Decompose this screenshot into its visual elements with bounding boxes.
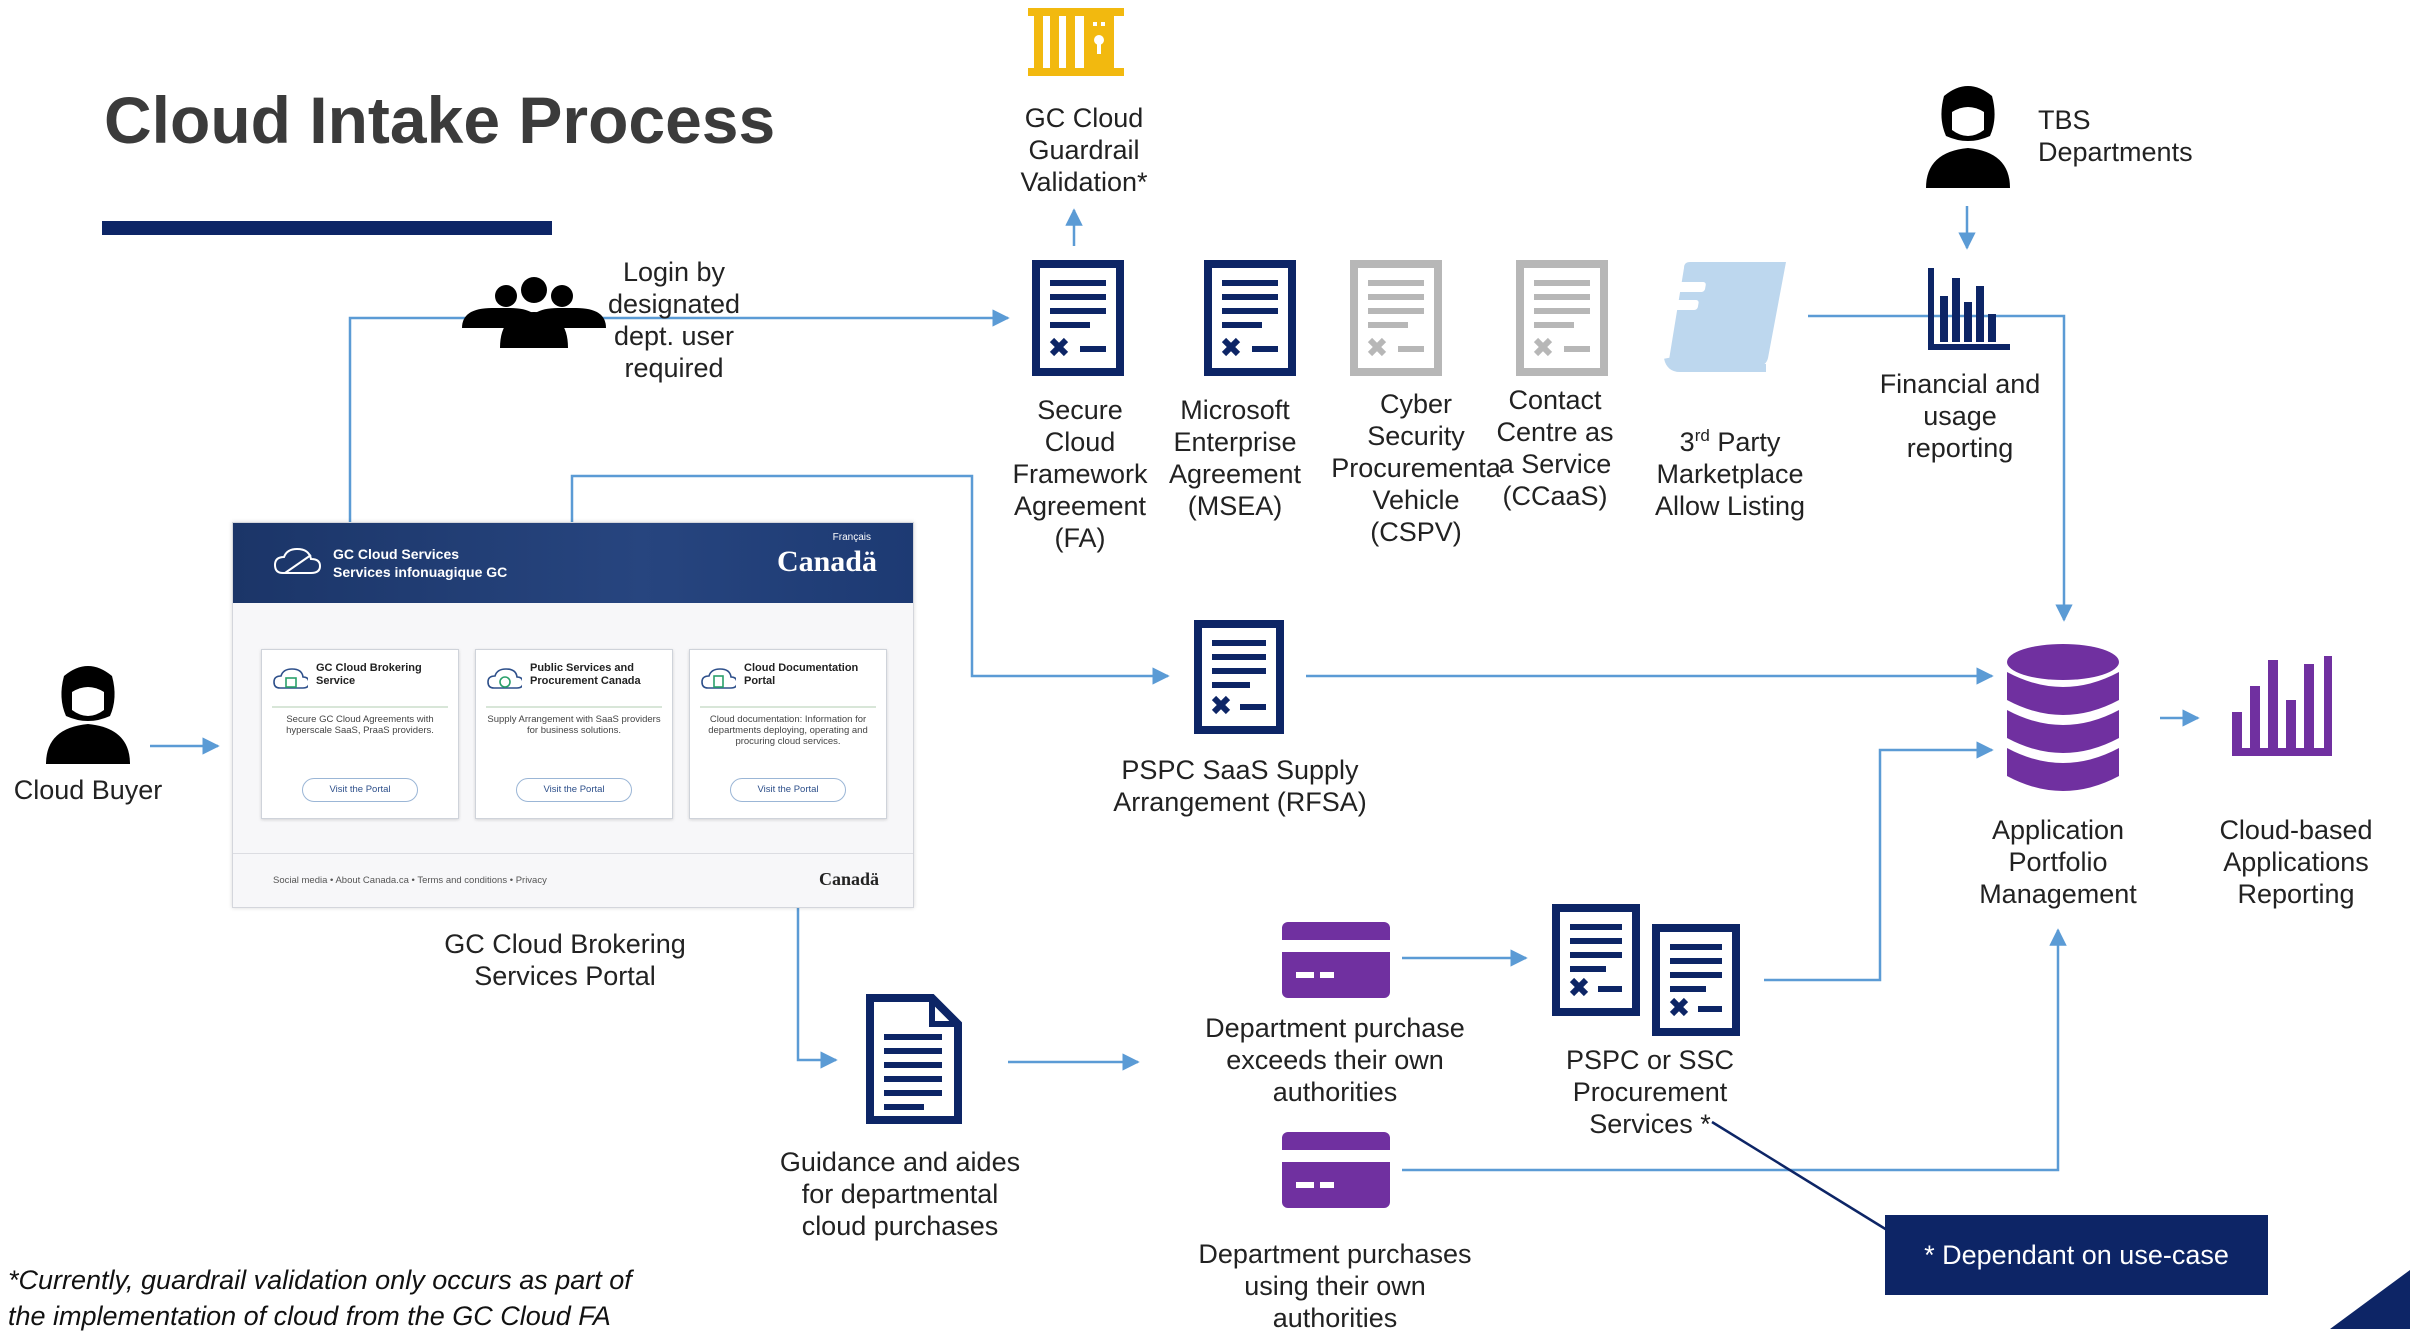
card-divider [486, 706, 662, 708]
card-description: Cloud documentation: Information for dep… [708, 714, 868, 747]
database-icon [2007, 644, 2119, 791]
corner-decoration [2330, 1270, 2410, 1329]
portal-label: GC Cloud Brokering Services Portal [444, 929, 686, 991]
connector-procurement-to-apm [1764, 741, 1994, 982]
title-underline [102, 221, 552, 235]
marketplace-label-sup: rd [1694, 426, 1710, 445]
ccaas-label: Contact Centre as a Service (CCaaS) [1496, 385, 1614, 511]
guidance-label: Guidance and aides for departmental clou… [779, 1147, 1021, 1241]
canada-wordmark: Canadä [776, 545, 877, 578]
guardrail-gate-icon [1028, 8, 1124, 76]
dept-own-label: Department purchases using their own aut… [1198, 1239, 1472, 1333]
portal-screenshot: GC Cloud Services Services infonuagique … [232, 522, 914, 908]
portal-card-brokering: GC Cloud Brokering Service Secure GC Clo… [261, 649, 459, 819]
purchase-card-icon-own [1282, 1132, 1390, 1208]
portal-card-documentation: Cloud Documentation Portal Cloud documen… [689, 649, 887, 819]
connector-dept-own-to-apm [1402, 928, 2067, 1172]
procurement-label: PSPC or SSC Procurement Services * [1565, 1045, 1735, 1139]
cloud-document-icon [701, 668, 736, 689]
card-title: Cloud Documentation Portal [744, 662, 859, 687]
reporting-chart-icon [2232, 656, 2332, 756]
dependant-callout-text: * Dependant on use-case [1924, 1239, 2229, 1270]
msea-label: Microsoft Enterprise Agreement (MSEA) [1168, 395, 1302, 521]
cloud-plus-icon [487, 668, 522, 689]
user-group-icon [462, 277, 606, 348]
scfa-label: Secure Cloud Framework Agreement (FA) [1012, 395, 1148, 553]
connector-portal-to-guidance [796, 906, 838, 1069]
connectors [150, 206, 2200, 1172]
cspv-contract-icon [1350, 260, 1442, 376]
purchase-card-icon-exceeds [1282, 922, 1390, 998]
cspv-label: Cyber Security Procurementa Vehicle (CSP… [1331, 389, 1501, 547]
guidance-document-icon [866, 994, 962, 1124]
portal-footer-links[interactable]: Social media • About Canada.ca • Terms a… [273, 875, 547, 886]
pspc-saas-label: PSPC SaaS Supply Arrangement (RFSA) [1113, 755, 1367, 817]
marketplace-label-post: Party [1709, 427, 1781, 457]
msea-contract-icon [1204, 260, 1296, 376]
dependant-callout: * Dependant on use-case [1885, 1215, 2268, 1295]
card-divider [700, 706, 876, 708]
cloud-reporting-label: Cloud-based Applications Reporting [2219, 815, 2373, 909]
ccaas-contract-icon [1516, 260, 1608, 376]
card-divider [272, 706, 448, 708]
marketplace-book-icon [1649, 262, 1786, 372]
cloud-logo-icon [273, 547, 322, 574]
connector-marketplace-to-apm [1808, 314, 2073, 622]
pspc-saas-contract-icon [1194, 620, 1284, 734]
apm-label: Application Portfolio Management [1979, 815, 2137, 909]
dept-exceeds-label: Department purchase exceeds their own au… [1205, 1013, 1465, 1107]
callout-line [1711, 1120, 1901, 1240]
cloud-buyer-label: Cloud Buyer [13, 775, 163, 805]
guardrail-label: GC Cloud Guardrail Validation* [1020, 103, 1148, 197]
visit-portal-button[interactable]: Visit the Portal [516, 778, 632, 802]
card-description: Supply Arrangement with SaaS providers f… [487, 714, 661, 736]
canada-wordmark-footer: Canadä [818, 869, 879, 889]
procurement-contracts-icon [1552, 904, 1740, 1036]
portal-footer-divider [233, 853, 913, 854]
portal-card-pspc: Public Services and Procurement Canada S… [475, 649, 673, 819]
marketplace-label-pre: 3 [1679, 427, 1695, 457]
tbs-label: TBS Departments [2038, 105, 2193, 167]
page-title: Cloud Intake Process [104, 83, 776, 157]
visit-portal-button[interactable]: Visit the Portal [302, 778, 418, 802]
portal-service-name: GC Cloud Services Services infonuagique … [333, 546, 508, 580]
financial-label: Financial and usage reporting [1879, 369, 2041, 463]
connector-portal-to-scfa [348, 309, 1010, 522]
portal-header: GC Cloud Services Services infonuagique … [233, 523, 913, 603]
connector-portal-to-pspc-saas [570, 474, 1170, 685]
cloud-buyer-person-icon [46, 666, 130, 764]
card-title: GC Cloud Brokering Service [316, 662, 422, 687]
portal-language-link[interactable]: Français [832, 532, 871, 543]
cloud-lock-icon [273, 668, 308, 689]
card-title: Public Services and Procurement Canada [530, 662, 641, 687]
financial-chart-icon [1928, 268, 2010, 350]
visit-portal-button[interactable]: Visit the Portal [730, 778, 846, 802]
card-description: Secure GC Cloud Agreements with hypersca… [286, 714, 434, 736]
login-label: Login by designated dept. user required [607, 257, 741, 383]
marketplace-label-rest: Marketplace Allow Listing [1654, 459, 1806, 521]
tbs-person-icon [1926, 86, 2010, 188]
scfa-contract-icon [1032, 260, 1124, 376]
footnote: *Currently, guardrail validation only oc… [8, 1265, 632, 1331]
